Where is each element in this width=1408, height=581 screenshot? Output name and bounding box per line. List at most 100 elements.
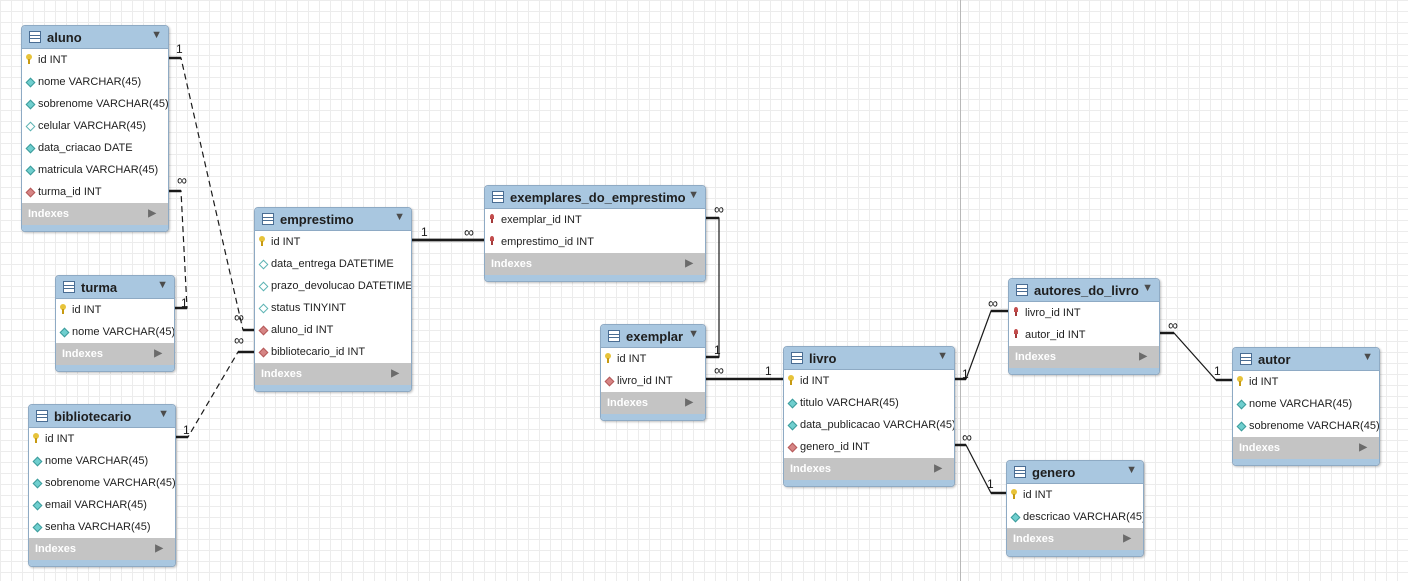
collapse-toggle-icon[interactable]: ▼ (157, 279, 168, 291)
relationship-livro-autores[interactable]: 1∞ (953, 295, 1008, 381)
collapse-toggle-icon[interactable]: ▼ (688, 189, 699, 201)
table-header[interactable]: bibliotecario▼ (29, 405, 175, 428)
relationship-emprestimo-exemplares[interactable]: 1∞ (410, 224, 484, 242)
collapse-toggle-icon[interactable]: ▼ (1126, 464, 1137, 476)
expand-indexes-icon[interactable]: ▶ (1359, 442, 1367, 453)
column-row[interactable]: data_publicacao VARCHAR(45) (784, 414, 954, 436)
column-row[interactable]: livro_id INT (601, 370, 705, 392)
column-row[interactable]: id INT (601, 348, 705, 370)
column-row[interactable]: nome VARCHAR(45) (56, 321, 174, 343)
column-row[interactable]: prazo_devolucao DATETIME (255, 275, 411, 297)
collapse-toggle-icon[interactable]: ▼ (394, 211, 405, 223)
relationship-aluno-emprestimo[interactable]: 1∞ (167, 42, 254, 332)
column-row[interactable]: bibliotecario_id INT (255, 341, 411, 363)
relationship-line[interactable] (704, 217, 720, 358)
collapse-toggle-icon[interactable]: ▼ (1362, 351, 1373, 363)
relationship-livro-exemplar[interactable]: 1∞ (704, 362, 783, 381)
table-header[interactable]: autor▼ (1233, 348, 1379, 371)
expand-indexes-icon[interactable]: ▶ (391, 368, 399, 379)
indexes-section[interactable]: Indexes▶ (1009, 346, 1159, 368)
collapse-toggle-icon[interactable]: ▼ (151, 29, 162, 41)
column-row[interactable]: titulo VARCHAR(45) (784, 392, 954, 414)
column-row[interactable]: sobrenome VARCHAR(45) (1233, 415, 1379, 437)
relationship-line[interactable] (167, 57, 254, 331)
indexes-section[interactable]: Indexes▶ (255, 363, 411, 385)
relationship-line[interactable] (953, 444, 1006, 494)
table-header[interactable]: exemplar▼ (601, 325, 705, 348)
column-row[interactable]: id INT (255, 231, 411, 253)
relationship-bibliotecario-emprestimo[interactable]: 1∞ (174, 332, 254, 439)
column-row[interactable]: sobrenome VARCHAR(45) (29, 472, 175, 494)
column-row[interactable]: autor_id INT (1009, 324, 1159, 346)
indexes-section[interactable]: Indexes▶ (485, 253, 705, 275)
collapse-toggle-icon[interactable]: ▼ (937, 350, 948, 362)
column-row[interactable]: senha VARCHAR(45) (29, 516, 175, 538)
expand-indexes-icon[interactable]: ▶ (685, 397, 693, 408)
column-row[interactable]: nome VARCHAR(45) (22, 71, 168, 93)
column-row[interactable]: id INT (1233, 371, 1379, 393)
table-header[interactable]: aluno▼ (22, 26, 168, 49)
relationship-turma-aluno[interactable]: 1∞ (167, 172, 188, 310)
table-header[interactable]: emprestimo▼ (255, 208, 411, 231)
table-header[interactable]: turma▼ (56, 276, 174, 299)
indexes-section[interactable]: Indexes▶ (601, 392, 705, 414)
column-row[interactable]: data_criacao DATE (22, 137, 168, 159)
column-row[interactable]: id INT (784, 370, 954, 392)
column-row[interactable]: status TINYINT (255, 297, 411, 319)
indexes-section[interactable]: Indexes▶ (1007, 528, 1143, 550)
column-row[interactable]: celular VARCHAR(45) (22, 115, 168, 137)
indexes-section[interactable]: Indexes▶ (29, 538, 175, 560)
column-row[interactable]: nome VARCHAR(45) (1233, 393, 1379, 415)
column-row[interactable]: data_entrega DATETIME (255, 253, 411, 275)
column-row[interactable]: id INT (56, 299, 174, 321)
expand-indexes-icon[interactable]: ▶ (1139, 351, 1147, 362)
column-row[interactable]: livro_id INT (1009, 302, 1159, 324)
collapse-toggle-icon[interactable]: ▼ (1142, 282, 1153, 294)
table-header[interactable]: genero▼ (1007, 461, 1143, 484)
expand-indexes-icon[interactable]: ▶ (1123, 533, 1131, 544)
column-row[interactable]: email VARCHAR(45) (29, 494, 175, 516)
column-row[interactable]: id INT (22, 49, 168, 71)
column-row[interactable]: id INT (1007, 484, 1143, 506)
indexes-section[interactable]: Indexes▶ (784, 458, 954, 480)
relationship-line[interactable] (1158, 332, 1232, 381)
column-row[interactable]: sobrenome VARCHAR(45) (22, 93, 168, 115)
column-row[interactable]: emprestimo_id INT (485, 231, 705, 253)
relationship-line[interactable] (167, 190, 188, 309)
expand-indexes-icon[interactable]: ▶ (148, 208, 156, 219)
column-row[interactable]: matricula VARCHAR(45) (22, 159, 168, 181)
expand-indexes-icon[interactable]: ▶ (685, 258, 693, 269)
relationship-autor-autores[interactable]: 1∞ (1158, 317, 1232, 382)
relationship-exemplar-exemplares[interactable]: 1∞ (704, 201, 724, 359)
column-row[interactable]: descricao VARCHAR(45) (1007, 506, 1143, 528)
expand-indexes-icon[interactable]: ▶ (154, 348, 162, 359)
column-row[interactable]: id INT (29, 428, 175, 450)
table-header[interactable]: exemplares_do_emprestimo▼ (485, 186, 705, 209)
expand-indexes-icon[interactable]: ▶ (155, 543, 163, 554)
table-exemplares-do-emprestimo[interactable]: exemplares_do_emprestimo▼exemplar_id INT… (484, 185, 706, 282)
collapse-toggle-icon[interactable]: ▼ (688, 328, 699, 340)
column-row[interactable]: genero_id INT (784, 436, 954, 458)
collapse-toggle-icon[interactable]: ▼ (158, 408, 169, 420)
indexes-section[interactable]: Indexes▶ (1233, 437, 1379, 459)
column-row[interactable]: nome VARCHAR(45) (29, 450, 175, 472)
indexes-section[interactable]: Indexes▶ (22, 203, 168, 225)
indexes-section[interactable]: Indexes▶ (56, 343, 174, 365)
table-header[interactable]: autores_do_livro▼ (1009, 279, 1159, 302)
table-header[interactable]: livro▼ (784, 347, 954, 370)
column-row[interactable]: turma_id INT (22, 181, 168, 203)
column-row[interactable]: exemplar_id INT (485, 209, 705, 231)
relationship-genero-livro[interactable]: 1∞ (953, 429, 1006, 495)
expand-indexes-icon[interactable]: ▶ (934, 463, 942, 474)
column-row[interactable]: aluno_id INT (255, 319, 411, 341)
